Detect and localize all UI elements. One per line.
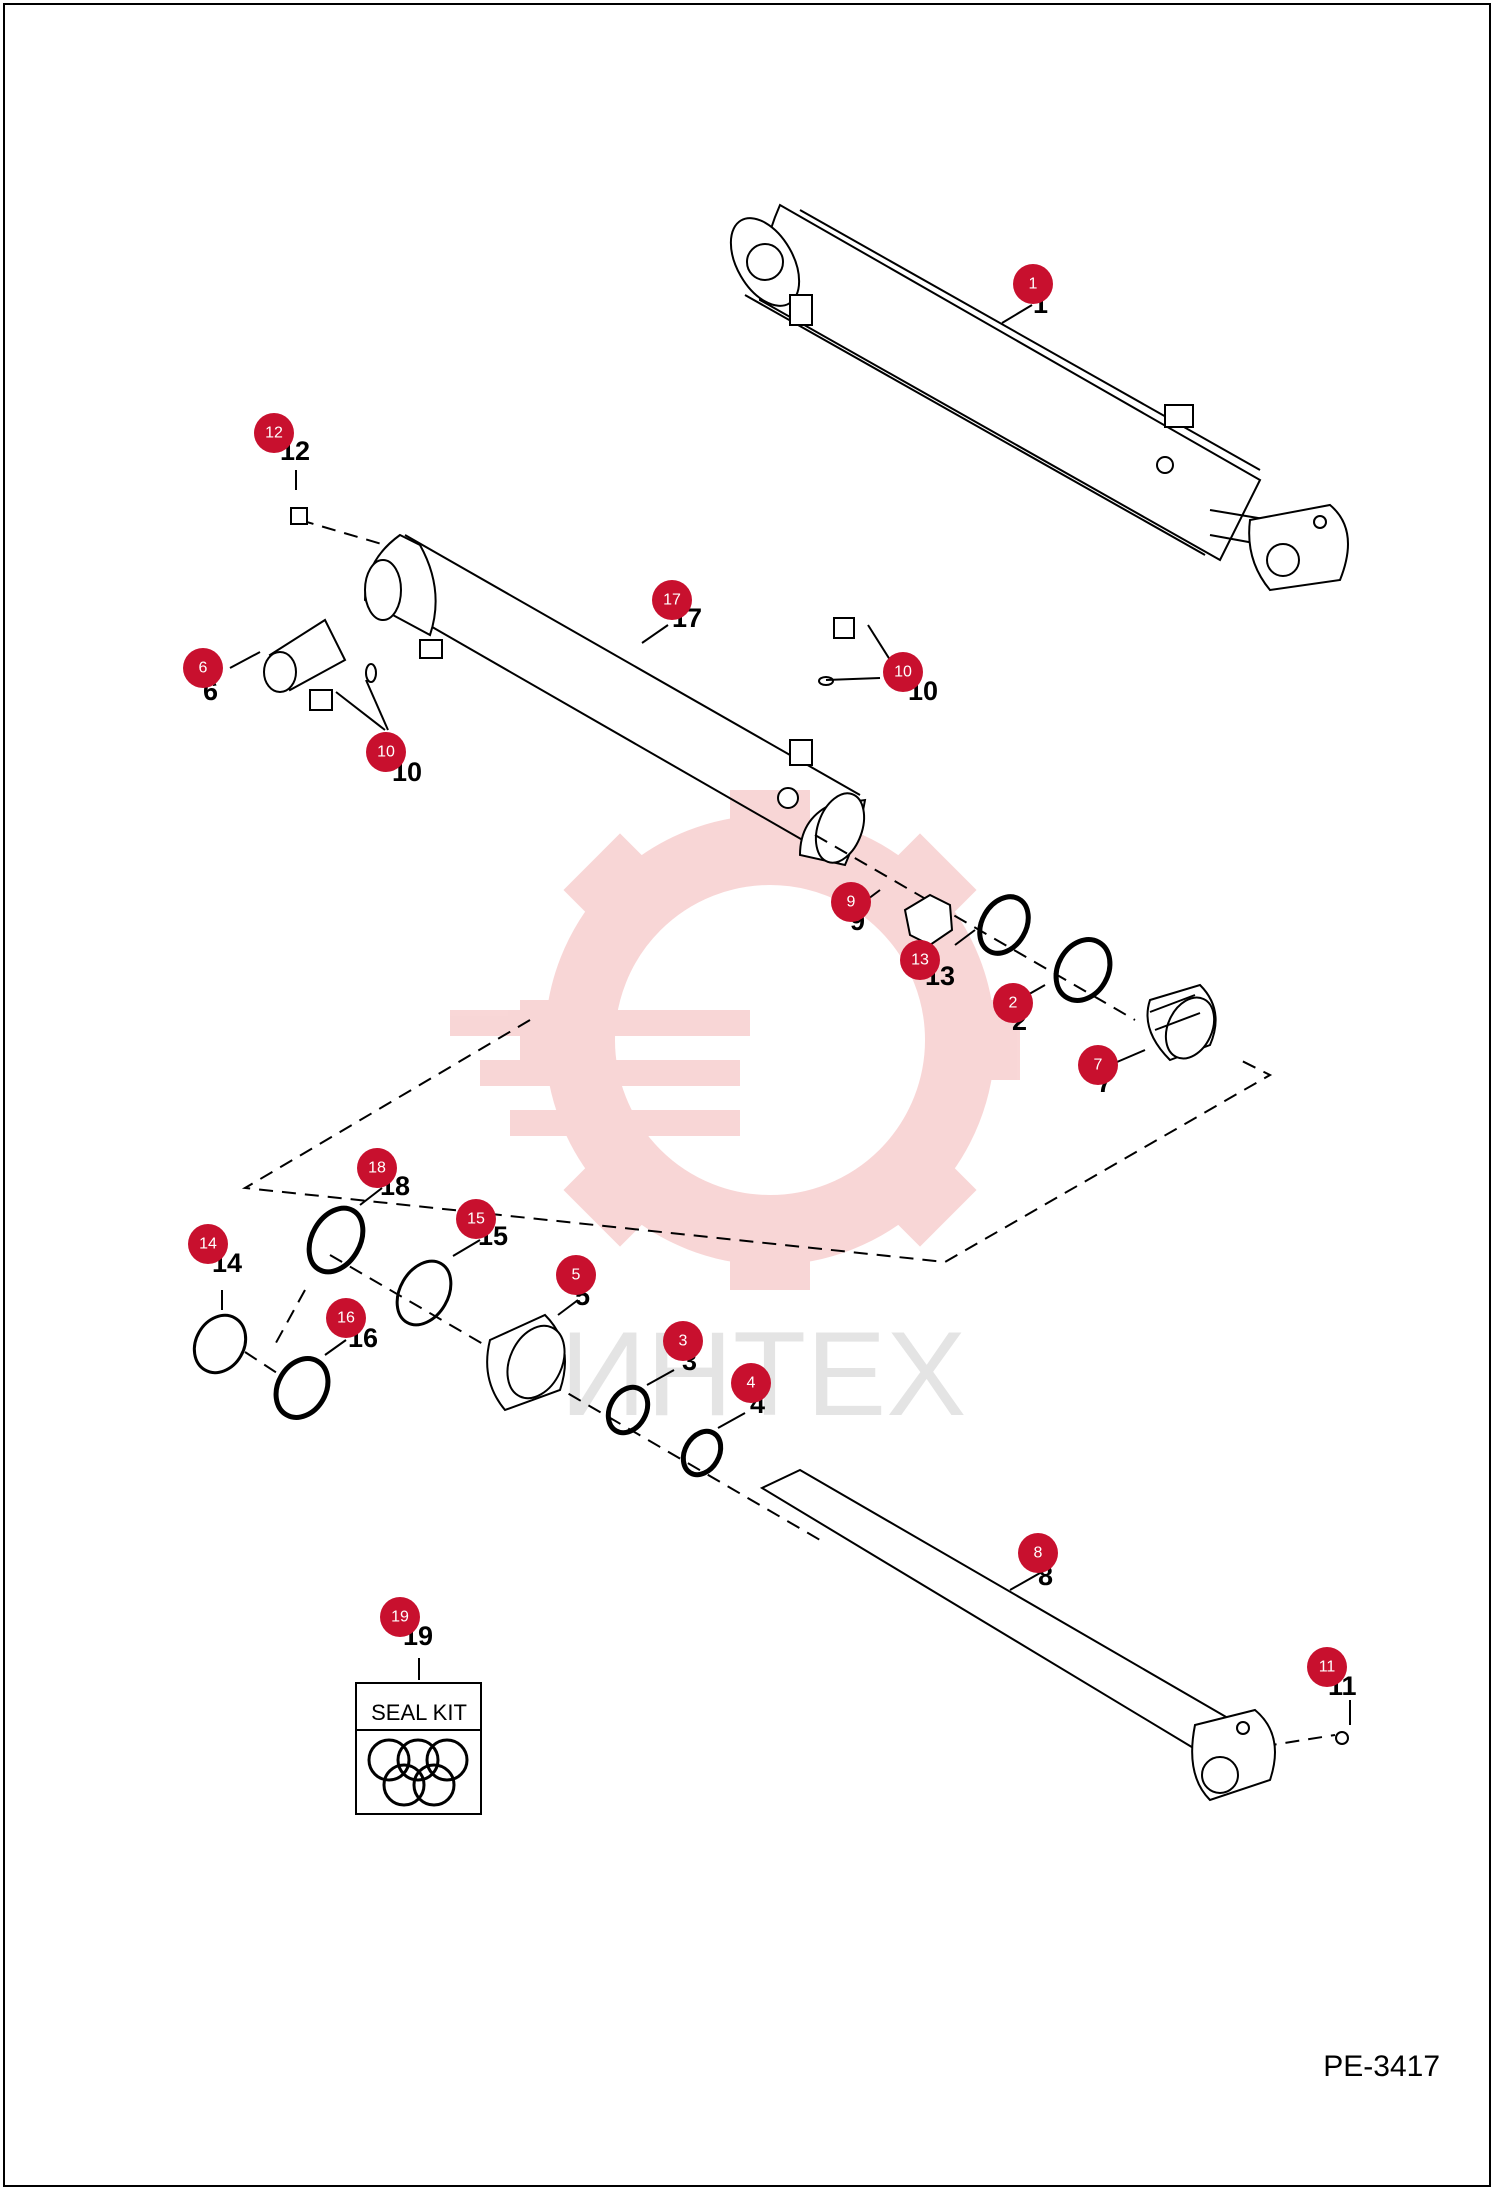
callout-2: 2 2: [993, 983, 1033, 1036]
callout-1-badge: [1013, 264, 1053, 304]
ring-15: [395, 1259, 453, 1327]
callout-16-badge-text: 16: [337, 1310, 355, 1327]
callout-18: 18 18: [357, 1148, 410, 1201]
callout-19-badge: [380, 1597, 420, 1637]
lock-nut: [903, 893, 954, 947]
callout-4: 4 4: [731, 1363, 771, 1419]
seal-2: [1053, 937, 1113, 1003]
callout-14-badge-text: 14: [199, 1236, 217, 1253]
callout-12-badge-text: 12: [265, 425, 283, 442]
callout-14: 14 14: [188, 1224, 242, 1278]
diagram-frame: [3, 3, 1491, 2187]
callout-7-badge: [1078, 1045, 1118, 1085]
callout-19: 19 19: [380, 1597, 433, 1651]
callout-1: 1 1: [1013, 264, 1053, 319]
callout-15-badge: [456, 1199, 496, 1239]
callout-3: 3 3: [663, 1321, 703, 1376]
callout-12-badge: [254, 413, 294, 453]
bushing: [263, 618, 347, 693]
callout-17-badge: [652, 580, 692, 620]
callout-5: 5 5: [556, 1255, 596, 1311]
callout-8-badge: [1018, 1533, 1058, 1573]
cylinder-barrel: [363, 533, 867, 867]
callout-3-badge: [663, 1321, 703, 1361]
plug-left: [309, 663, 377, 711]
callout-14-badge: [188, 1224, 228, 1264]
callout-19-badge-text: 19: [391, 1609, 409, 1626]
callout-10a-badge: [366, 732, 406, 772]
callout-5-badge: [556, 1255, 596, 1295]
callout-9-badge: [831, 882, 871, 922]
callout-9-badge-text: 9: [847, 894, 856, 911]
callout-7: 7 7: [1078, 1045, 1118, 1098]
callout-11-badge-text: 11: [1319, 1659, 1336, 1676]
callout-12: 12 12: [254, 413, 310, 466]
seal-kit-label: SEAL KIT: [371, 1700, 467, 1725]
assembly-guide-piston: [814, 834, 1136, 1021]
piston-rod: [759, 1468, 1349, 1802]
callout-17: 17 17: [652, 580, 702, 633]
assembly-guide-ring: [244, 1289, 306, 1376]
callout-10a-badge-text: 10: [377, 744, 395, 761]
callout-2-badge: [993, 983, 1033, 1023]
wear-ring-3: [605, 1384, 651, 1436]
callout-8: 8 8: [1018, 1533, 1058, 1591]
callout-16: 16 16: [326, 1298, 378, 1353]
piston: [1146, 983, 1217, 1062]
callout-6: 6 6: [183, 648, 223, 706]
callout-4-badge: [731, 1363, 771, 1403]
callout-10a: 10 10: [366, 732, 422, 787]
assembly-guide-upper: [299, 519, 386, 546]
assembly-guide-rod: [1239, 1734, 1336, 1751]
assembly-guide-lower: [329, 1254, 821, 1541]
ring-16: [273, 1356, 331, 1420]
grease-fitting: [290, 507, 308, 525]
callout-13: 13 13: [900, 940, 955, 991]
callout-17-badge-text: 17: [663, 592, 681, 609]
callout-18-badge: [357, 1148, 397, 1188]
seal-18: [306, 1205, 366, 1275]
callout-13-badge: [900, 940, 940, 980]
callout-15-badge-text: 15: [467, 1211, 485, 1228]
callout-5-badge-text: 5: [572, 1267, 581, 1284]
callout-10b-badge-text: 10: [894, 664, 912, 681]
assembled-cylinder: [729, 203, 1349, 592]
o-ring-13: [977, 894, 1031, 956]
callout-2-badge-text: 2: [1009, 995, 1018, 1012]
callout-15: 15 15: [456, 1199, 508, 1251]
callout-10b-badge: [883, 652, 923, 692]
callout-13-badge-text: 13: [911, 952, 929, 969]
callout-8-badge-text: 8: [1034, 1545, 1043, 1562]
assembly-guide-box: [241, 1019, 1273, 1264]
callout-10b: 10 10: [883, 652, 938, 706]
drawing-number: PE-3417: [1323, 2050, 1440, 2083]
callout-4-badge-text: 4: [747, 1375, 756, 1392]
callout-9: 9 9: [831, 882, 871, 936]
callout-1-badge-text: 1: [1029, 276, 1038, 293]
callout-16-badge: [326, 1298, 366, 1338]
gland: [486, 1313, 566, 1412]
ring-14: [192, 1313, 248, 1375]
callout-11-badge: [1307, 1647, 1347, 1687]
callout-7-badge-text: 7: [1094, 1057, 1103, 1074]
callout-3-badge-text: 3: [679, 1333, 688, 1350]
wiper-4: [680, 1428, 724, 1478]
callout-6-badge-text: 6: [199, 660, 208, 677]
plug-right: [818, 617, 855, 686]
watermark-gear-icon: [450, 790, 1020, 1290]
callout-11: 11 11: [1307, 1647, 1357, 1701]
seal-kit-icon: SEAL KIT: [355, 1682, 482, 1815]
callout-6-badge: [183, 648, 223, 688]
callout-18-badge-text: 18: [368, 1160, 386, 1177]
